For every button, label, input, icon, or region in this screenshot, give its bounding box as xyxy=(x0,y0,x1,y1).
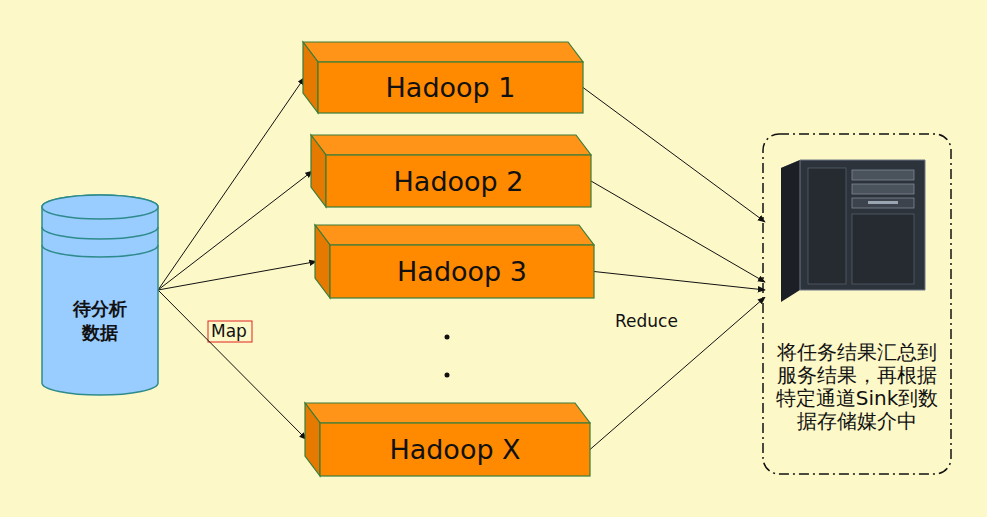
ellipsis-dot xyxy=(445,335,450,340)
arrow-connector xyxy=(158,171,313,290)
node-text: Hadoop 3 xyxy=(397,256,527,287)
phase-label: Map xyxy=(209,321,249,341)
process-box: Hadoop 1 xyxy=(318,62,583,113)
node-text: Hadoop 1 xyxy=(386,72,516,103)
highlight-box xyxy=(208,321,252,342)
arrow-connector xyxy=(158,78,305,291)
server-icon xyxy=(781,160,925,302)
process-box: Hadoop X xyxy=(320,423,590,476)
process-box: Hadoop 3 xyxy=(330,245,594,298)
node-text: 待分析 数据 xyxy=(65,297,135,345)
phase-label: Reduce xyxy=(613,311,680,331)
data-store-cylinder: 待分析 数据 xyxy=(42,195,158,395)
cyl-outline xyxy=(42,195,158,395)
arrow-connector xyxy=(591,181,765,282)
arrow-connector xyxy=(158,290,307,440)
node-text: 将任务结果汇总到 服务结果，再根据 特定通道Sink到数 据存储媒介中 xyxy=(771,341,943,433)
arrow-connector xyxy=(583,88,765,222)
node-text: Hadoop X xyxy=(389,434,520,465)
ellipsis-dot xyxy=(445,373,450,378)
arrow-connector xyxy=(594,272,765,290)
node-text: Hadoop 2 xyxy=(394,166,524,197)
arrow-connector xyxy=(158,262,317,291)
arrow-connector xyxy=(590,297,765,449)
process-box: Hadoop 2 xyxy=(326,155,591,207)
server-group: 将任务结果汇总到 服务结果，再根据 特定通道Sink到数 据存储媒介中 xyxy=(762,133,952,475)
